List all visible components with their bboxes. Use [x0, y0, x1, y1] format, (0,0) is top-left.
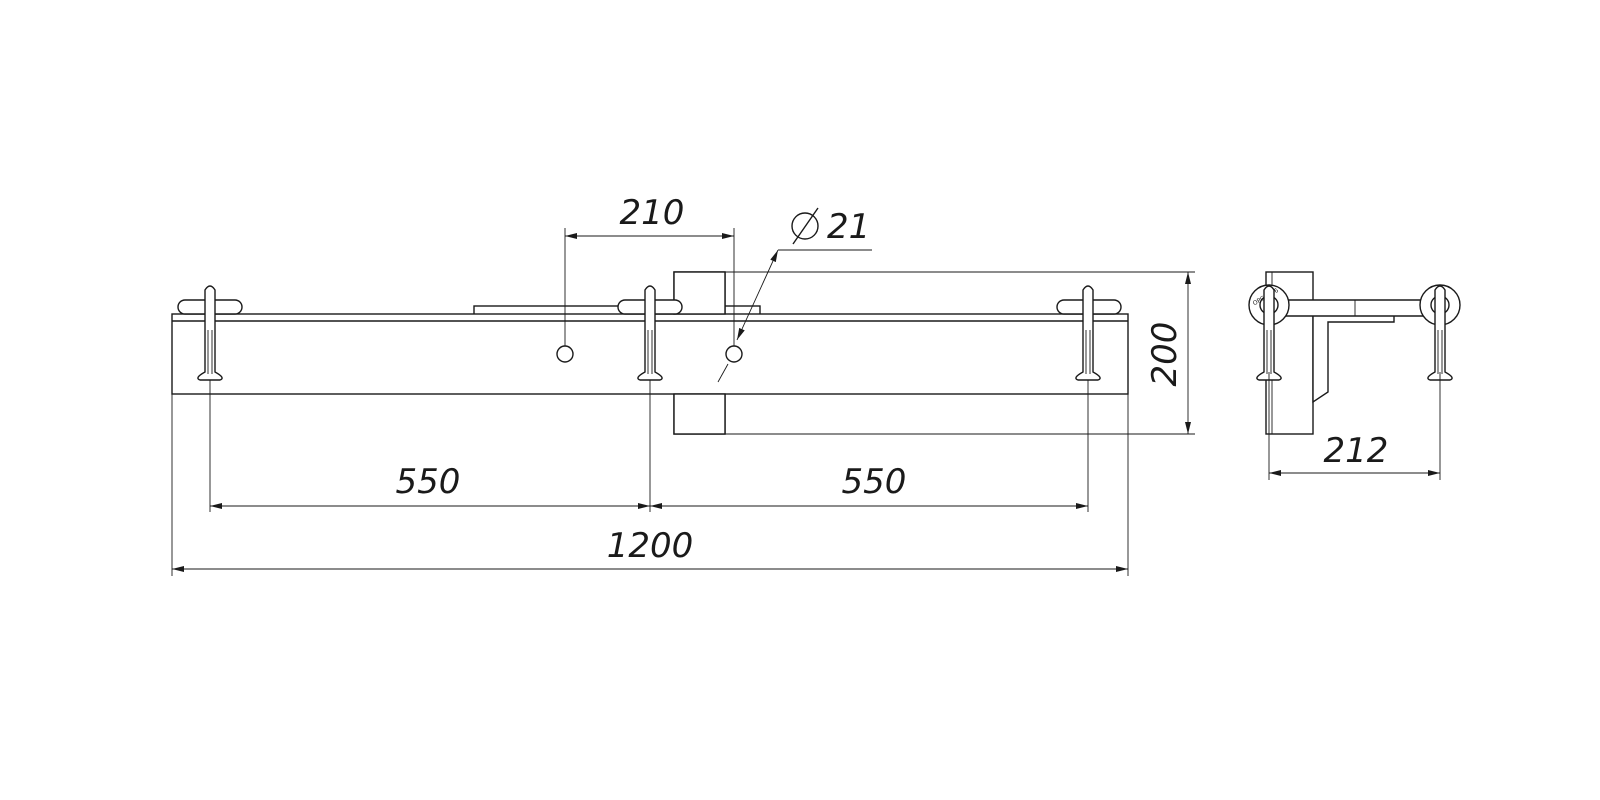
dim-text-210: 210 — [620, 193, 685, 233]
hook-center — [617, 285, 683, 381]
side-ring-left: ОРС-7-46 — [1248, 284, 1290, 381]
dim-text-212: 212 — [1324, 431, 1389, 471]
dimension-hole-diameter: 21 — [717, 207, 872, 383]
side-ring-right — [1419, 284, 1461, 381]
dim-text-550-right: 550 — [842, 462, 907, 502]
dimension-total-length: 1200 — [171, 394, 1129, 576]
dim-text-200: 200 — [1145, 322, 1185, 387]
dim-text-1200: 1200 — [607, 526, 694, 566]
dimension-height: 200 — [725, 271, 1195, 435]
dimension-side-width: 212 — [1268, 372, 1441, 480]
side-bracket — [1312, 309, 1395, 404]
hook-right — [1056, 285, 1122, 381]
diameter-symbol-icon — [791, 207, 819, 245]
dim-text-550-left: 550 — [396, 462, 461, 502]
dim-text-21: 21 — [827, 207, 870, 247]
dimension-right-span: 550 — [650, 380, 1089, 512]
dimension-hole-spacing: 210 — [564, 193, 735, 346]
hook-left — [177, 285, 243, 381]
dimension-left-span: 550 — [209, 380, 651, 512]
side-view: ОРС-7-46 — [1248, 271, 1461, 435]
